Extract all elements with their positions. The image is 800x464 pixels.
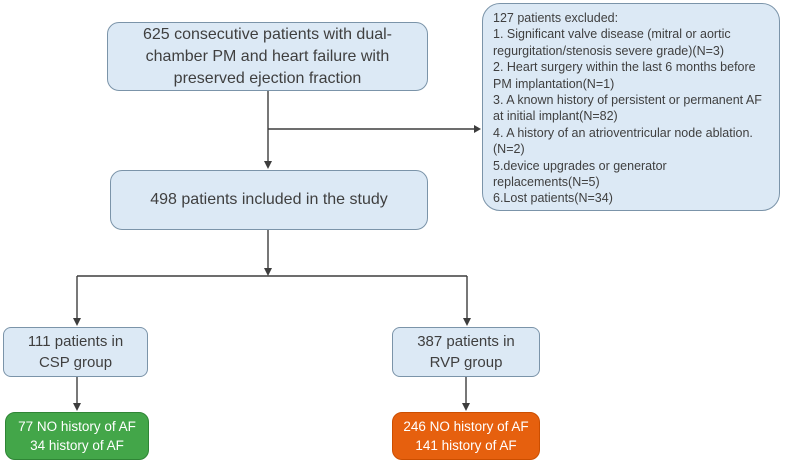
csp-group-line: 111 patients in (27, 333, 124, 350)
arrow-csp-to-outcome (73, 377, 81, 411)
csp-outcome-line: 77 NO history of AF (18, 419, 136, 434)
arrow-branch-to-excluded (268, 125, 481, 133)
box-csp-outcome: 77 NO history of AF 34 history of AF (5, 412, 149, 460)
rvp-group-line: 387 patients in (417, 333, 515, 350)
csp-group-line: CSP group (38, 354, 113, 371)
excluded-item: 2. Heart surgery within the last 6 month… (493, 60, 756, 91)
rvp-outcome-line: 141 history of AF (415, 438, 517, 453)
arrow-enrollment-to-included (264, 91, 272, 169)
enrollment-line: chamber PM and heart failure with (145, 47, 390, 65)
box-rvp-outcome: 246 NO history of AF 141 history of AF (392, 412, 540, 460)
rvp-outcome-line: 246 NO history of AF (403, 419, 529, 434)
box-csp-group: 111 patients in CSP group (3, 327, 148, 377)
box-rvp-group: 387 patients in RVP group (392, 327, 540, 377)
arrow-included-to-split (264, 230, 272, 276)
rvp-group-line: RVP group (429, 354, 503, 371)
excluded-item: 5.device upgrades or generator replaceme… (493, 158, 667, 190)
excluded-item: 6.Lost patients(N=34) (493, 191, 613, 206)
included-text: 498 patients included in the study (150, 191, 388, 208)
csp-outcome-line: 34 history of AF (30, 438, 124, 453)
excluded-item: 3. A known history of persistent or perm… (493, 93, 762, 124)
box-enrollment: 625 consecutive patients with dual- cham… (107, 22, 428, 91)
excluded-item: 4. A history of an atrioventricular node… (493, 125, 753, 157)
enrollment-line: preserved ejection fraction (173, 69, 362, 87)
enrollment-line: 625 consecutive patients with dual- (142, 25, 393, 43)
box-included: 498 patients included in the study (110, 170, 428, 230)
excluded-item: 1. Significant valve disease (mitral or … (493, 27, 731, 58)
excluded-title: 127 patients excluded: (493, 11, 619, 25)
arrow-rvp-to-outcome (462, 377, 470, 411)
arrow-split-to-csp (73, 276, 81, 326)
arrow-split-to-rvp (463, 276, 471, 326)
box-excluded: 127 patients excluded: 1. Significant va… (482, 3, 780, 211)
